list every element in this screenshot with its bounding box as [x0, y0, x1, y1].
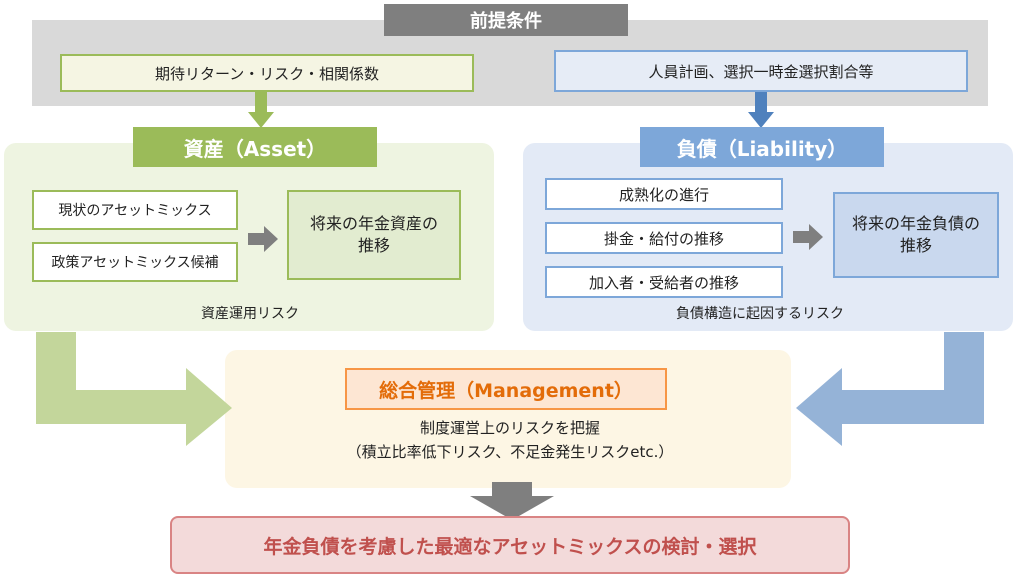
liability-header: 負債（Liability） [640, 127, 884, 167]
current-asset-mix-box: 現状のアセットミックス [32, 190, 238, 230]
policy-asset-mix-candidates-box: 政策アセットミックス候補 [32, 242, 238, 282]
asset-header: 資産（Asset） [133, 127, 377, 167]
management-line2: （積立比率低下リスク、不足金発生リスクetc.） [346, 442, 674, 461]
premise-to-liability-arrow [748, 92, 774, 128]
management-line1: 制度運営上のリスクを把握 [419, 418, 600, 437]
contributions-benefits-box: 掛金・給付の推移 [545, 222, 783, 254]
asset-risk-label: 資産運用リスク [201, 306, 299, 322]
asset-to-future-arrow [248, 226, 278, 252]
future-liabilities-line2: 推移 [899, 236, 932, 255]
liability-to-management-arrow [796, 332, 984, 446]
premise-personnel-plan-box: 人員計画、選択一時金選択割合等 [554, 50, 968, 92]
future-pension-assets-box: 将来の年金資産の 推移 [287, 190, 461, 280]
asset-to-management-arrow [36, 332, 232, 446]
maturation-progress-box: 成熟化の進行 [545, 178, 783, 210]
premise-to-asset-arrow [248, 92, 274, 128]
liability-to-future-arrow [793, 224, 823, 250]
management-header: 総合管理（Management） [345, 368, 667, 410]
management-to-result-arrow [470, 482, 554, 520]
members-beneficiaries-box: 加入者・受給者の推移 [545, 266, 783, 298]
premise-title: 前提条件 [384, 4, 628, 36]
future-assets-line2: 推移 [357, 236, 390, 255]
liability-risk-label: 負債構造に起因するリスク [676, 306, 844, 322]
future-assets-line1: 将来の年金資産の [309, 214, 438, 233]
future-pension-liabilities-box: 将来の年金負債の 推移 [833, 192, 999, 278]
future-liabilities-line1: 将来の年金負債の [851, 214, 980, 233]
result-box: 年金負債を考慮した最適なアセットミックスの検討・選択 [170, 516, 850, 574]
premise-return-risk-box: 期待リターン・リスク・相関係数 [60, 54, 474, 92]
